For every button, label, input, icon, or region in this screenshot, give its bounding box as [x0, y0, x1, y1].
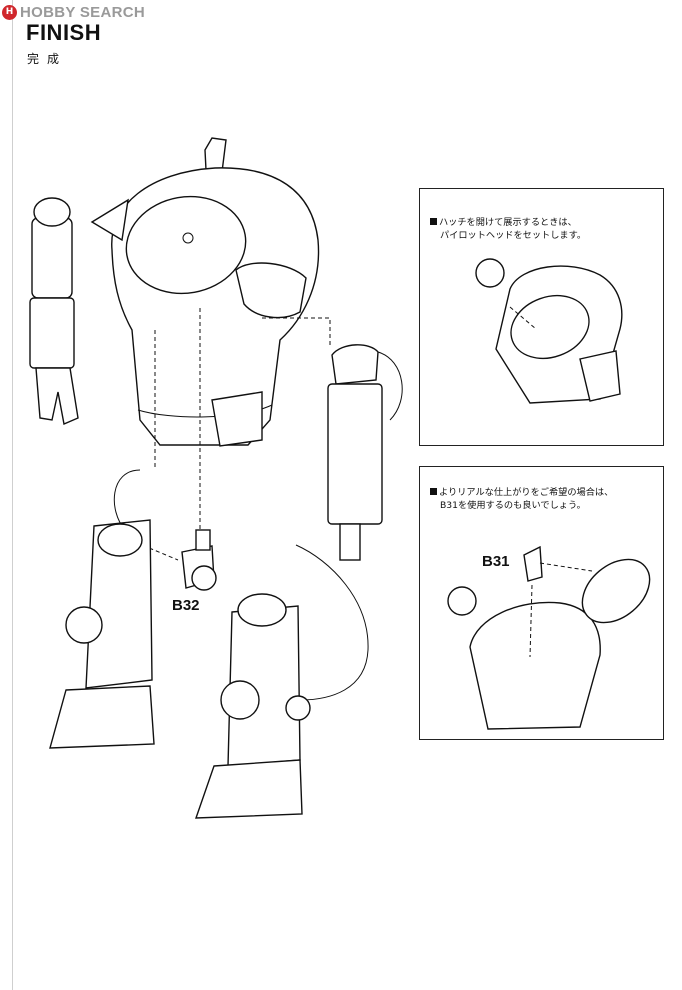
bullet-square-icon: [430, 218, 437, 225]
body-shell-part: [469, 601, 601, 730]
guide-line: [529, 584, 533, 658]
left-arm-upper-part: [31, 217, 73, 299]
open-hatch-part: [510, 294, 590, 360]
hatch-knob: [182, 232, 194, 244]
right-hose: [295, 544, 369, 701]
right-knee-ball: [220, 680, 260, 720]
left-claw-part: [35, 367, 79, 425]
b32-peg: [195, 529, 211, 551]
pilot-head-part: [475, 258, 505, 288]
right-arm-cable: [377, 351, 403, 421]
part-label-b31: B31: [482, 553, 510, 570]
watermark-text: HOBBY SEARCH: [20, 3, 146, 21]
page-edge-line: [12, 0, 13, 990]
right-arm-body-part: [327, 383, 383, 525]
hatch-open-note-panel: ハッチを開けて展示するときは、 パイロットヘッドをセットします。: [419, 188, 664, 446]
hatch-open-illustration: [475, 258, 623, 404]
right-shoulder-part: [235, 262, 307, 319]
left-knee-ball: [65, 606, 103, 644]
left-arm-joint-part: [33, 197, 71, 227]
b31-option-note-line-1: よりリアルな仕上がりをご希望の場合は、: [430, 486, 613, 499]
pilot-head-part: [447, 586, 477, 616]
right-arm-connector-part: [339, 523, 361, 561]
b31-option-note: よりリアルな仕上がりをご希望の場合は、 B31を使用するのも良いでしょう。: [430, 486, 613, 512]
part-label-b32: B32: [172, 597, 200, 614]
detached-hatch-part: [581, 558, 651, 624]
guide-line: [262, 317, 331, 345]
right-leg-joint: [237, 593, 287, 627]
watermark-logo: H HOBBY SEARCH: [2, 3, 145, 21]
left-leg-joint: [97, 523, 143, 557]
right-foot-part: [195, 759, 303, 819]
b31-part: [523, 545, 543, 582]
hatch-open-note: ハッチを開けて展示するときは、 パイロットヘッドをセットします。: [430, 216, 586, 242]
antenna-part: [204, 137, 227, 173]
left-arm-lower-part: [29, 297, 75, 369]
bullet-square-icon: [430, 488, 437, 495]
guide-line: [509, 306, 537, 330]
hatch-part: [125, 195, 247, 295]
page-subtitle: 完成: [27, 52, 68, 66]
hatch-open-note-line-2: パイロットヘッドをセットします。: [440, 230, 587, 241]
arm-armor-part: [579, 350, 621, 402]
page-title: FINISH: [26, 20, 102, 45]
hip-plate-part: [211, 391, 263, 447]
right-hose-fitting: [285, 695, 311, 721]
b31-option-note-line-2: B31を使用するのも良いでしょう。: [440, 500, 586, 511]
b31-option-note-panel: よりリアルな仕上がりをご希望の場合は、 B31を使用するのも良いでしょう。 B3…: [419, 466, 664, 740]
watermark-badge: H: [2, 4, 17, 20]
guide-line: [539, 562, 593, 572]
right-arm-joint-part: [331, 344, 379, 385]
b31-option-illustration: [447, 545, 651, 730]
left-foot-part: [49, 685, 155, 749]
left-fin-part: [90, 198, 129, 242]
hatch-open-note-line-1: ハッチを開けて展示するときは、: [430, 216, 586, 229]
b32-ball: [191, 565, 217, 591]
